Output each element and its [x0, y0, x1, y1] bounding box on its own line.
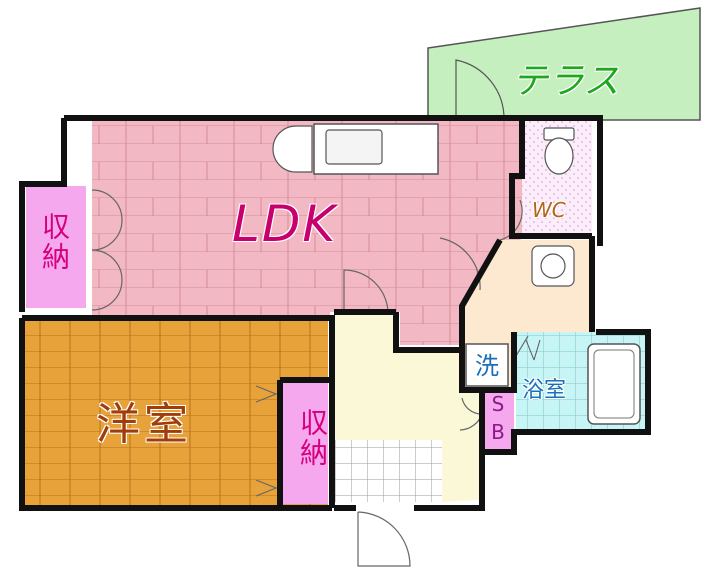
fridge-icon — [272, 125, 313, 173]
western-room-label: 洋室 — [96, 399, 192, 450]
entry-tile — [334, 440, 442, 502]
ldk-label: LDK — [232, 195, 338, 253]
wc-label: WC — [532, 198, 566, 222]
washer-spot — [465, 343, 509, 387]
terrace-door-swing — [455, 59, 505, 121]
closet-western-label: 収納 — [296, 408, 329, 468]
closet-ldk-area — [26, 186, 86, 308]
shoe-box-area — [482, 392, 514, 450]
closet-western-area — [282, 380, 328, 504]
shoe-box-label: SB — [486, 392, 510, 448]
terrace-area — [427, 7, 701, 121]
washroom-label: 洗 — [475, 352, 499, 380]
kitchen-sink-icon — [325, 129, 383, 165]
toilet-bowl-icon — [544, 137, 574, 175]
closet-ldk-label: 収納 — [38, 212, 71, 272]
door-swings — [91, 189, 529, 567]
terrace-label: テラス — [512, 61, 620, 102]
bathroom-label: 浴室 — [522, 378, 567, 403]
